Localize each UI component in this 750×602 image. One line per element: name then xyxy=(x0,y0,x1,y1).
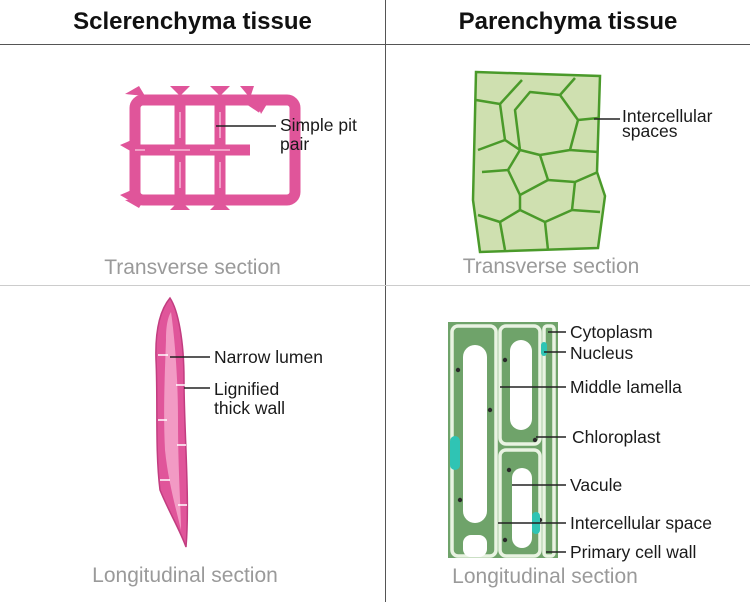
label-simple-pit-pair: Simple pit pair xyxy=(280,116,357,154)
caption-par-transverse: Transverse section xyxy=(462,255,640,278)
label-nucleus: Nucleus xyxy=(570,343,634,363)
label-line: Intercellular xyxy=(622,106,713,126)
sclerenchyma-longitudinal-illustration xyxy=(155,296,210,548)
label-line: spaces xyxy=(622,121,678,141)
header-sclerenchyma: Sclerenchyma tissue xyxy=(73,8,312,35)
label-lignified-thick-wall: Lignified thick wall xyxy=(214,380,285,418)
label-narrow-lumen: Narrow lumen xyxy=(214,347,323,367)
label-line: Lignified xyxy=(214,379,280,399)
label-primary-cell-wall: Primary cell wall xyxy=(570,542,697,562)
label-chloroplast: Chloroplast xyxy=(572,427,661,447)
header-parenchyma: Parenchyma tissue xyxy=(458,8,678,35)
label-vacule: Vacule xyxy=(570,475,623,495)
column-divider xyxy=(385,0,386,602)
label-intercellular-spaces: Intercellular spaces xyxy=(622,106,713,141)
label-intercellular-space: Intercellular space xyxy=(570,513,713,533)
row-divider xyxy=(0,285,750,286)
caption-par-longitudinal: Longitudinal section xyxy=(452,565,638,588)
sclerenchyma-transverse-illustration xyxy=(120,86,301,210)
parenchyma-longitudinal-illustration xyxy=(448,322,566,558)
label-line: pair xyxy=(280,134,310,154)
label-line: thick wall xyxy=(214,398,285,418)
label-middle-lamella: Middle lamella xyxy=(570,377,682,397)
header-divider xyxy=(0,44,750,45)
label-line: Simple pit xyxy=(280,115,357,135)
parenchyma-transverse-illustration xyxy=(471,70,620,254)
label-cytoplasm: Cytoplasm xyxy=(570,322,653,342)
caption-scl-longitudinal: Longitudinal section xyxy=(92,564,278,587)
caption-scl-transverse: Transverse section xyxy=(104,256,281,279)
